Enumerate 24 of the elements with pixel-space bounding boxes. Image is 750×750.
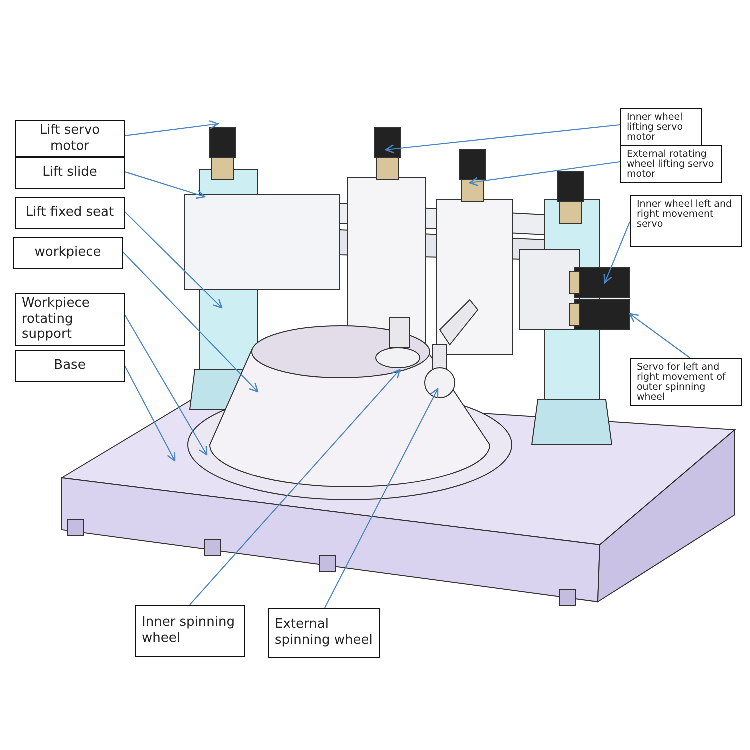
- leader-line: [124, 212, 223, 309]
- leader-line: [385, 124, 620, 154]
- part-label: Inner wheel lifting servo motor: [620, 108, 702, 146]
- part-label: workpiece: [13, 237, 123, 269]
- leader-line: [124, 120, 219, 137]
- part-label: Inner wheel left and right movement servo: [630, 195, 742, 247]
- part-label: Inner spinning wheel: [135, 605, 245, 657]
- leader-line: [124, 171, 206, 200]
- part-label: Base: [15, 350, 125, 382]
- leader-line: [122, 252, 259, 393]
- leader-line: [629, 313, 690, 358]
- part-label: Servo for left and right movement of outer spinning wheel: [630, 358, 742, 406]
- part-label: Lift slide: [15, 157, 125, 189]
- part-label: Workpiece rotating support: [15, 293, 125, 346]
- leader-line: [124, 314, 208, 456]
- leader-line: [124, 366, 176, 462]
- part-label: External rotating wheel lifting servo motor: [620, 145, 722, 183]
- part-label: External spinning wheel: [268, 608, 380, 658]
- leader-line: [604, 222, 630, 284]
- leader-line: [324, 388, 439, 608]
- part-label: Lift fixed seat: [15, 197, 125, 229]
- leader-line: [190, 369, 401, 606]
- part-label: Lift servo motor: [15, 120, 125, 158]
- leader-line: [469, 161, 620, 186]
